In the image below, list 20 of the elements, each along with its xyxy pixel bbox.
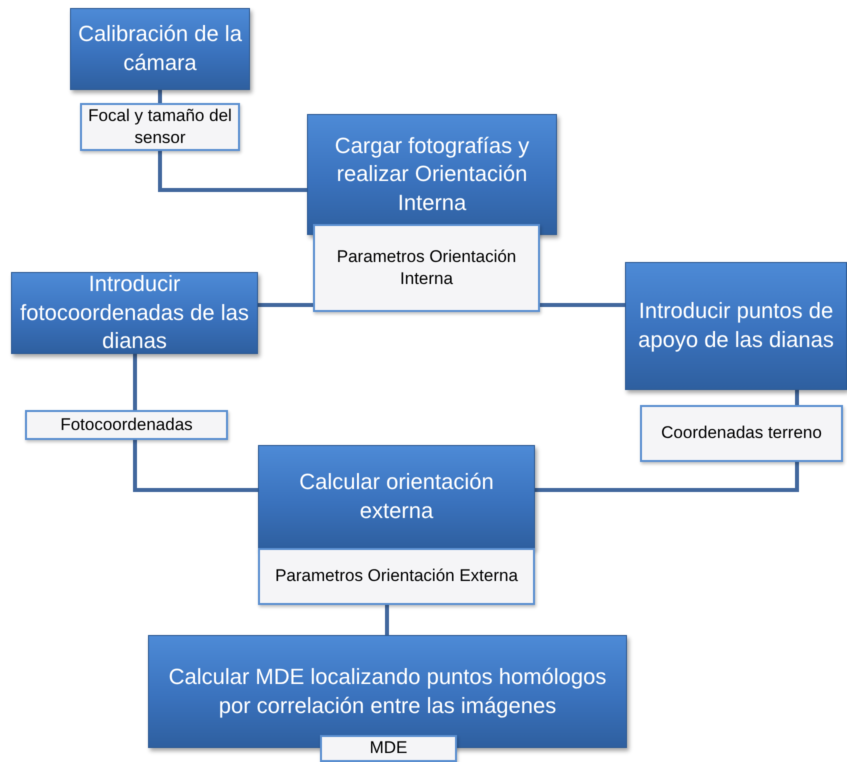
process-box: Calcular orientación externa [258,445,535,549]
connector-line [385,605,389,635]
connector-line [535,462,799,492]
output-box: Parametros Orientación Interna [313,224,540,312]
output-box: MDE [320,735,457,762]
process-box: Calibración de la cámara [70,8,250,90]
connector-line [158,151,307,192]
connector-line [158,90,162,103]
connector-line [540,303,625,307]
output-box: Parametros Orientación Externa [258,548,535,605]
process-box: Cargar fotografías y realizar Orientación Interna [307,114,557,235]
connector-line [133,440,258,492]
connector-line [258,303,313,307]
output-box: Coordenadas terreno [640,405,843,462]
process-box: Introducir fotocoordenadas de las dianas [11,272,258,354]
connector-line [133,354,137,410]
connector-line [795,390,799,405]
process-box: Introducir puntos de apoyo de las dianas [625,262,847,390]
output-box: Fotocoordenadas [25,410,228,440]
output-box: Focal y tamaño del sensor [80,103,240,151]
